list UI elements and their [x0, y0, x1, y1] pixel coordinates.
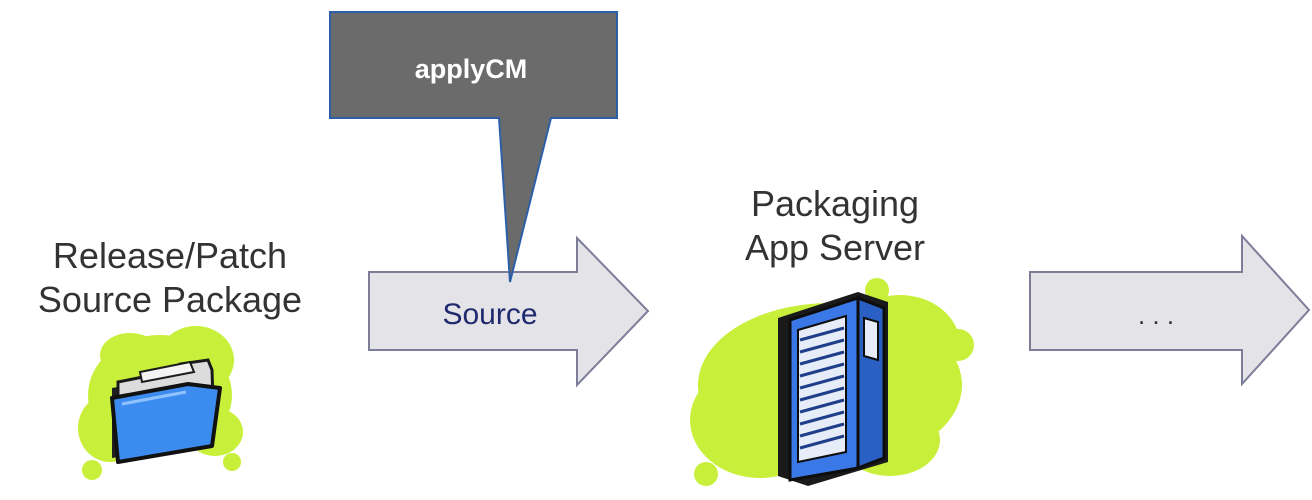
- app-server-line1: Packaging: [750, 183, 920, 224]
- source-arrow-label: Source: [442, 298, 537, 331]
- folder-icon: [110, 358, 222, 464]
- source-package-line1: Release/Patch: [52, 235, 288, 276]
- applycm-callout-label: applyCM: [415, 54, 528, 84]
- app-server-label: Packaging App Server: [680, 182, 990, 270]
- app-server-line2: App Server: [744, 227, 926, 268]
- source-package-label: Release/Patch Source Package: [0, 234, 340, 322]
- source-package-line2: Source Package: [37, 279, 303, 320]
- applycm-callout: [329, 11, 618, 283]
- server-icon: [778, 292, 888, 486]
- next-step-arrow-label: . . .: [1138, 300, 1174, 330]
- next-step-arrow: [1029, 233, 1311, 387]
- source-arrow: [368, 235, 650, 388]
